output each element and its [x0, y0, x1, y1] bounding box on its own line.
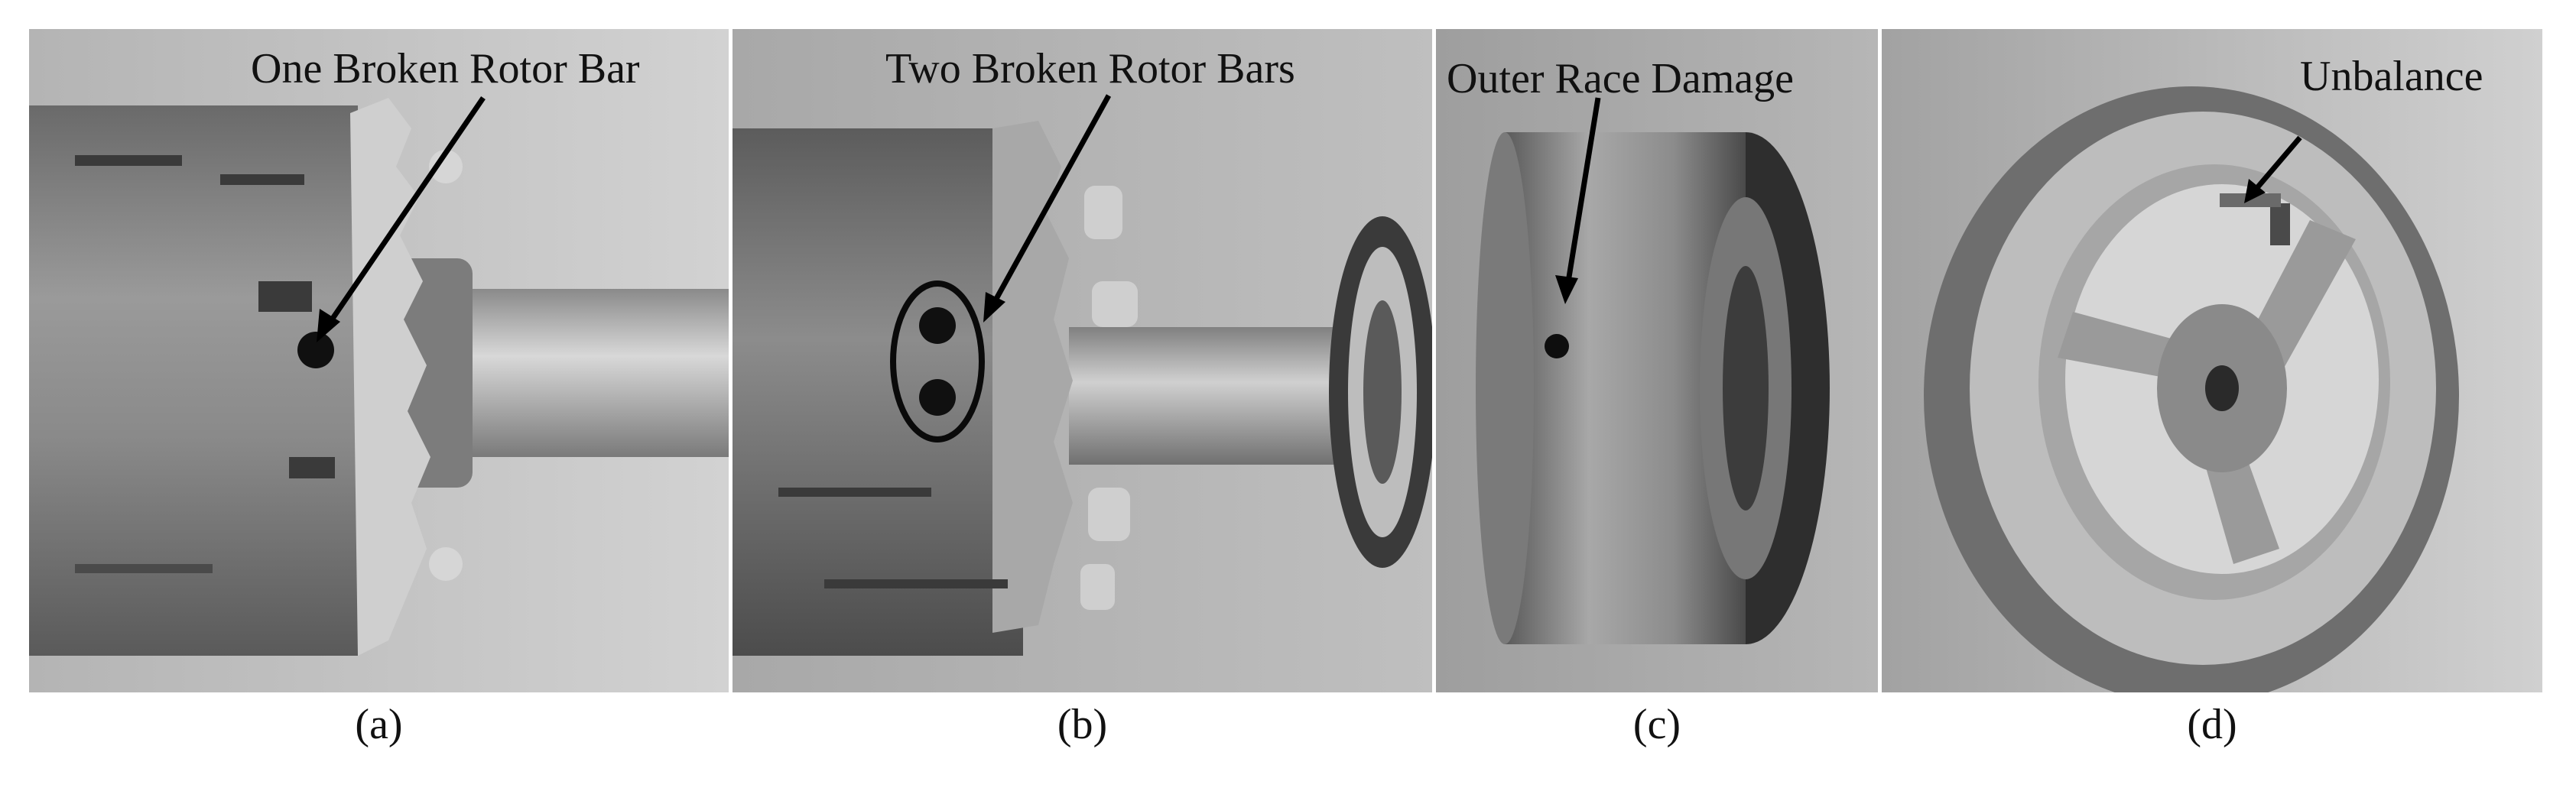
panel-a-photo: [29, 29, 729, 692]
annotation-unbalance: Unbalance: [2300, 53, 2483, 100]
panel-d-photo: [1882, 29, 2542, 692]
caption-d: (d): [2187, 701, 2237, 748]
annotation-two-broken-rotor-bars: Two Broken Rotor Bars: [885, 45, 1295, 92]
panel-b-photo: [733, 29, 1432, 692]
annotation-one-broken-rotor-bar: One Broken Rotor Bar: [251, 45, 640, 92]
rotor-one-bar-illustration: [29, 29, 729, 692]
bearing-outer-race-illustration: [1436, 29, 1878, 692]
panel-c-photo: [1436, 29, 1878, 692]
annotation-outer-race-damage: Outer Race Damage: [1447, 55, 1794, 102]
rotor-two-bars-illustration: [733, 29, 1432, 692]
caption-b: (b): [1057, 701, 1108, 748]
caption-c: (c): [1632, 701, 1681, 748]
caption-a: (a): [355, 701, 403, 748]
pulley-unbalance-illustration: [1882, 29, 2542, 692]
